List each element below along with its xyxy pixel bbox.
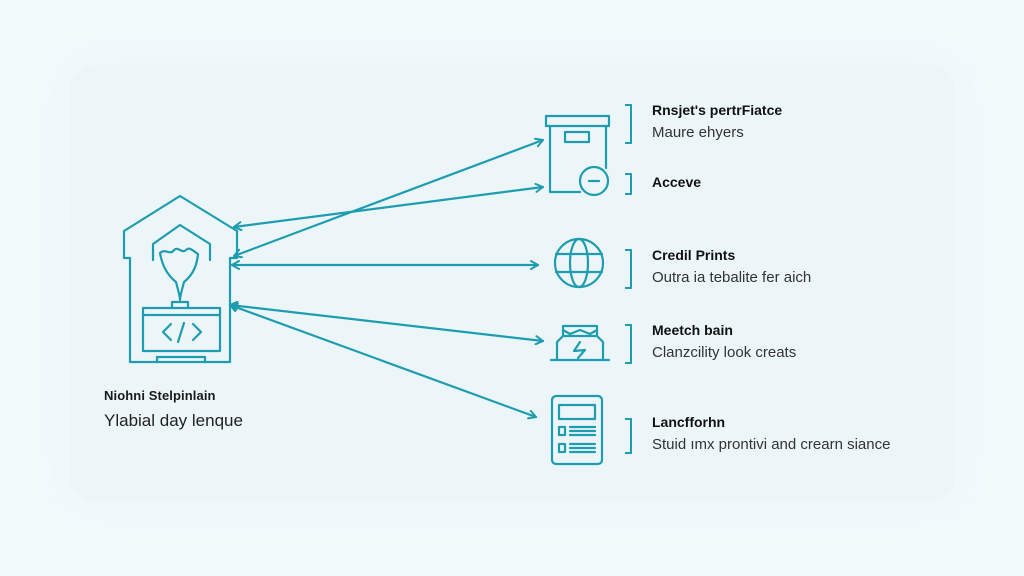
bracket-marker xyxy=(625,418,632,454)
globe-icon xyxy=(553,237,605,289)
item-title: Lancfforhn xyxy=(652,414,726,430)
item-5: Lancfforhn Stuid ımx prontivi and crearn… xyxy=(652,414,890,453)
bracket-marker xyxy=(625,324,632,364)
document-form-icon xyxy=(550,394,604,466)
item-title: Credil Prints xyxy=(652,247,736,263)
archive-box-icon xyxy=(544,114,611,194)
source-subtitle: Ylabial day lenque xyxy=(104,411,243,430)
item-description: Stuid ımx prontivi and crearn siance xyxy=(652,436,891,453)
minus-circle-icon xyxy=(578,165,610,197)
arrow-to-item-2 xyxy=(232,182,545,232)
source-label: Niohni Stelpinlain Ylabial day lenque xyxy=(104,388,243,431)
bracket-marker xyxy=(625,173,632,195)
house-code-icon xyxy=(122,194,239,364)
item-title: Rnsjet's pertrFiatce xyxy=(652,102,783,118)
item-4: Meetch bain Clanzcility look creats xyxy=(652,322,796,361)
item-1: Rnsjet's pertrFiatce Maure ehyers xyxy=(652,102,782,141)
connector-arrows xyxy=(228,137,545,420)
item-title: Acceve xyxy=(652,174,702,190)
bracket-marker xyxy=(625,104,632,144)
item-description: Maure ehyers xyxy=(652,124,744,141)
battery-bolt-icon xyxy=(549,324,611,362)
source-title: Niohni Stelpinlain xyxy=(104,388,216,403)
bracket-marker xyxy=(625,249,632,289)
item-3: Credil Prints Outra ia tebalite fer aich xyxy=(652,247,811,286)
item-description: Outra ia tebalite fer aich xyxy=(652,269,812,286)
diagram-panel xyxy=(70,65,955,501)
item-2: Acceve xyxy=(652,174,701,190)
arrow-to-item-1 xyxy=(232,137,545,259)
arrow-to-item-5 xyxy=(228,302,538,420)
item-description: Clanzcility look creats xyxy=(652,344,797,361)
item-title: Meetch bain xyxy=(652,322,733,338)
